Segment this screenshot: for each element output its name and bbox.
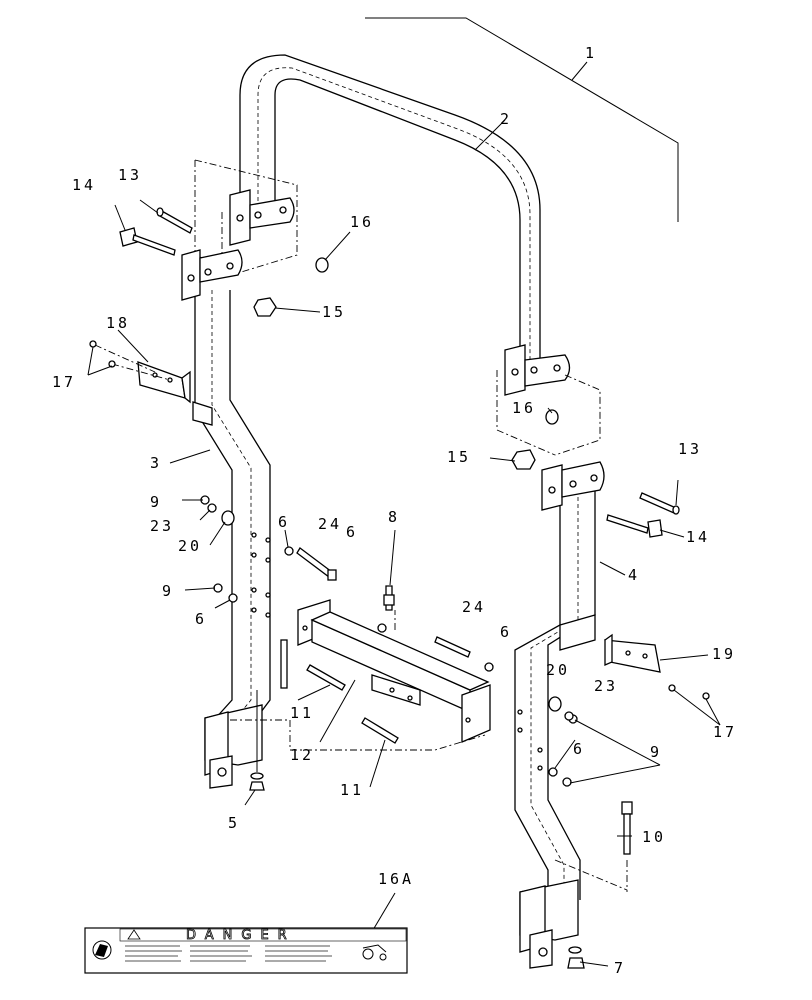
upper-hoop — [229, 54, 571, 396]
callout-2: 2 — [500, 110, 512, 128]
cross-beam — [297, 599, 491, 743]
fasteners — [89, 207, 710, 969]
callout-1: 1 — [585, 44, 597, 62]
leader-18 — [117, 329, 149, 363]
callout-6c: 6 — [195, 610, 207, 628]
callout-12: 12 — [290, 746, 314, 764]
bracket-18 — [137, 361, 191, 404]
callout-16A: 16A — [378, 870, 414, 888]
callout-9c: 9 — [650, 743, 662, 761]
callout-24a: 24 — [318, 515, 342, 533]
decal-fine-print — [125, 945, 332, 962]
callout-17a: 17 — [52, 373, 76, 391]
assembly-bracket-line — [365, 17, 679, 222]
callout-6e: 6 — [573, 740, 585, 758]
construction-line — [496, 370, 556, 456]
callout-15b: 15 — [447, 448, 471, 466]
callout-19: 19 — [712, 645, 736, 663]
leader-19 — [659, 654, 709, 661]
callout-23a: 23 — [150, 517, 174, 535]
construction-line — [94, 344, 156, 373]
callout-17b: 17 — [713, 723, 737, 741]
callout-14b: 14 — [686, 528, 710, 546]
callout-13a: 13 — [118, 166, 142, 184]
callout-11b: 11 — [340, 781, 364, 799]
leader-12 — [319, 679, 356, 743]
callout-11a: 11 — [290, 704, 314, 722]
callout-6a: 6 — [278, 513, 290, 531]
callout-15a: 15 — [322, 303, 346, 321]
callout-16a: 16 — [350, 213, 374, 231]
callout-labels: 1 2 3 4 5 6 6 6 6 6 7 8 9 9 9 10 11 11 1… — [52, 44, 737, 977]
callout-5: 5 — [228, 814, 240, 832]
decal-title: DANGER — [186, 928, 296, 943]
leaders — [87, 199, 721, 967]
callout-7: 7 — [614, 959, 626, 977]
callout-10: 10 — [642, 828, 666, 846]
rollover-hazard-icon — [92, 940, 112, 960]
callout-13b: 13 — [678, 440, 702, 458]
right-post — [514, 461, 605, 969]
callout-9b: 9 — [162, 582, 174, 600]
construction-line — [554, 859, 628, 892]
callout-4: 4 — [628, 566, 640, 584]
construction-line — [230, 719, 486, 751]
tractor-icon — [362, 944, 387, 961]
leader-4 — [599, 561, 626, 576]
callout-18: 18 — [106, 314, 130, 332]
callout-14a: 14 — [72, 176, 96, 194]
leader-2 — [474, 119, 506, 151]
danger-decal: DANGER — [84, 927, 408, 974]
leader-3 — [169, 449, 211, 464]
callout-6b: 6 — [346, 523, 358, 541]
left-post — [181, 249, 271, 789]
callout-23b: 23 — [594, 677, 618, 695]
callout-16b: 16 — [512, 399, 536, 417]
callout-24b: 24 — [462, 598, 486, 616]
construction-line — [554, 374, 601, 456]
bracket-19 — [604, 633, 661, 673]
leader-1 — [571, 61, 588, 81]
callout-3: 3 — [150, 454, 162, 472]
warning-triangle-icon — [127, 929, 141, 940]
callout-6d: 6 — [500, 623, 512, 641]
construction-line — [194, 159, 298, 274]
construction-line — [111, 363, 171, 381]
callout-20a: 20 — [178, 537, 202, 555]
callout-8: 8 — [388, 508, 400, 526]
callout-9a: 9 — [150, 493, 162, 511]
callout-20b: 20 — [546, 661, 570, 679]
